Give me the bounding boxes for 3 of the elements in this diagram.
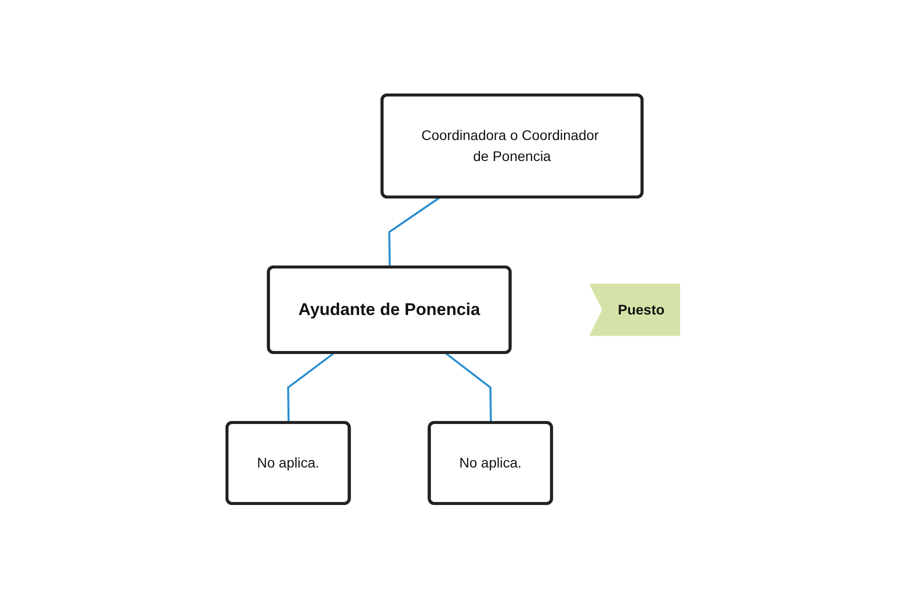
connector bbox=[286, 352, 334, 424]
connector bbox=[444, 352, 492, 424]
connector bbox=[388, 196, 440, 268]
